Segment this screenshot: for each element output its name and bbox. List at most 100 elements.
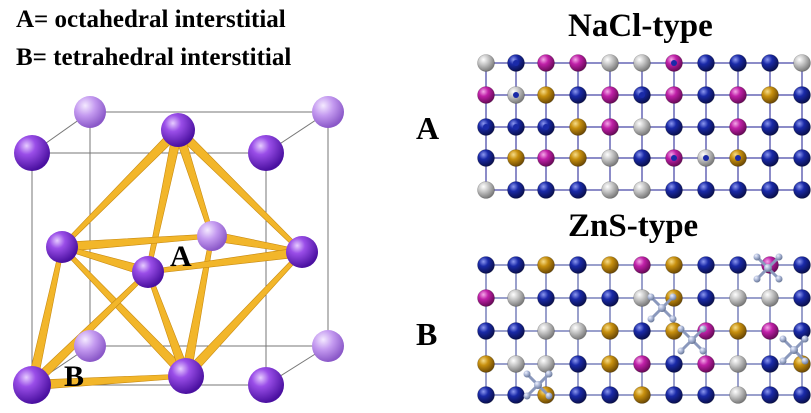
- lattice-atom: [569, 181, 587, 199]
- octahedral-site-label: A: [170, 240, 192, 273]
- lattice-atom: [569, 355, 587, 373]
- lattice-atom: [633, 54, 651, 72]
- lattice-atom: [665, 118, 683, 136]
- lattice-atom: [633, 149, 651, 167]
- lattice-atom: [793, 256, 811, 274]
- lattice-atom: [507, 181, 525, 199]
- octahedral-site-marker: [513, 92, 519, 98]
- lattice-atom: [729, 256, 747, 274]
- lattice-atom: [537, 355, 555, 373]
- octahedral-site-marker: [543, 124, 549, 130]
- legend-tetrahedral: B= tetrahedral interstitial: [16, 44, 292, 71]
- lattice-atom: [477, 54, 495, 72]
- host-atom: [312, 330, 344, 362]
- lattice-atom: [697, 54, 715, 72]
- lattice-atom: [729, 118, 747, 136]
- tetrahedral-site-marker: [523, 370, 531, 378]
- tetrahedral-site-marker: [779, 357, 787, 365]
- lattice-atom: [507, 289, 525, 307]
- lattice-atom: [477, 289, 495, 307]
- lattice-atom: [601, 322, 619, 340]
- lattice-atom: [633, 256, 651, 274]
- nacl-panel-title: NaCl-type: [568, 8, 713, 44]
- lattice-atom: [601, 181, 619, 199]
- lattice-atom: [633, 386, 651, 404]
- lattice-atom: [569, 54, 587, 72]
- lattice-atom: [729, 86, 747, 104]
- lattice-atom: [761, 289, 779, 307]
- tetrahedral-site-marker: [545, 392, 553, 400]
- lattice-atom: [537, 322, 555, 340]
- tetrahedral-site-marker: [647, 293, 655, 301]
- lattice-atom: [537, 54, 555, 72]
- lattice-atom: [793, 181, 811, 199]
- octahedral-site-marker: [735, 155, 741, 161]
- tetrahedral-site-label: B: [64, 360, 84, 393]
- lattice-atom: [697, 118, 715, 136]
- octahedral-site-marker: [513, 124, 519, 130]
- lattice-atom: [793, 386, 811, 404]
- tetrahedral-site-marker: [801, 335, 809, 343]
- lattice-atom: [793, 54, 811, 72]
- lattice-atom: [761, 149, 779, 167]
- lattice-atom: [761, 118, 779, 136]
- lattice-atom: [793, 149, 811, 167]
- tetrahedral-site-marker: [775, 253, 783, 261]
- tetrahedral-site-marker: [790, 346, 798, 354]
- lattice-atom: [633, 118, 651, 136]
- lattice-atom: [761, 86, 779, 104]
- tetrahedral-site-marker: [523, 392, 531, 400]
- host-atom: [161, 113, 195, 147]
- tetrahedral-site-marker: [534, 381, 542, 389]
- host-atom: [286, 236, 318, 268]
- lattice-atom: [697, 289, 715, 307]
- lattice-atom: [761, 386, 779, 404]
- tetrahedral-site-marker: [801, 357, 809, 365]
- lattice-atom: [729, 322, 747, 340]
- tetrahedral-site-marker: [753, 275, 761, 283]
- tetrahedral-site-marker: [688, 336, 696, 344]
- lattice-atom: [569, 256, 587, 274]
- octahedral-site-marker: [671, 60, 677, 66]
- lattice-atom: [601, 86, 619, 104]
- lattice-atom: [569, 118, 587, 136]
- tetrahedral-site-marker: [677, 325, 685, 333]
- zns-lattice: [477, 253, 811, 404]
- host-atom: [248, 135, 284, 171]
- host-atom: [248, 367, 284, 403]
- lattice-atom: [761, 355, 779, 373]
- lattice-atom: [507, 386, 525, 404]
- host-atom: [132, 256, 164, 288]
- lattice-atom: [601, 256, 619, 274]
- legend-octahedral: A= octahedral interstitial: [16, 6, 286, 33]
- lattice-atom: [569, 86, 587, 104]
- lattice-atom: [477, 86, 495, 104]
- lattice-atom: [793, 118, 811, 136]
- lattice-atom: [537, 149, 555, 167]
- lattice-atom: [793, 289, 811, 307]
- lattice-atom: [569, 386, 587, 404]
- lattice-atom: [761, 322, 779, 340]
- lattice-atom: [729, 289, 747, 307]
- lattice-atom: [537, 256, 555, 274]
- host-atom: [14, 135, 50, 171]
- lattice-atom: [507, 355, 525, 373]
- row-label-b: B: [416, 316, 438, 352]
- tetrahedral-site-marker: [753, 253, 761, 261]
- row-label-a: A: [416, 110, 440, 146]
- lattice-atom: [601, 355, 619, 373]
- lattice-atom: [507, 322, 525, 340]
- lattice-atom: [665, 386, 683, 404]
- lattice-atom: [697, 181, 715, 199]
- lattice-atom: [761, 181, 779, 199]
- lattice-atom: [477, 256, 495, 274]
- host-atom: [74, 96, 106, 128]
- host-atom: [46, 231, 78, 263]
- lattice-atom: [633, 181, 651, 199]
- lattice-atom: [601, 54, 619, 72]
- lattice-atom: [537, 289, 555, 307]
- lattice-atom: [665, 181, 683, 199]
- octahedral-site-marker: [703, 155, 709, 161]
- octahedral-site-marker: [639, 92, 645, 98]
